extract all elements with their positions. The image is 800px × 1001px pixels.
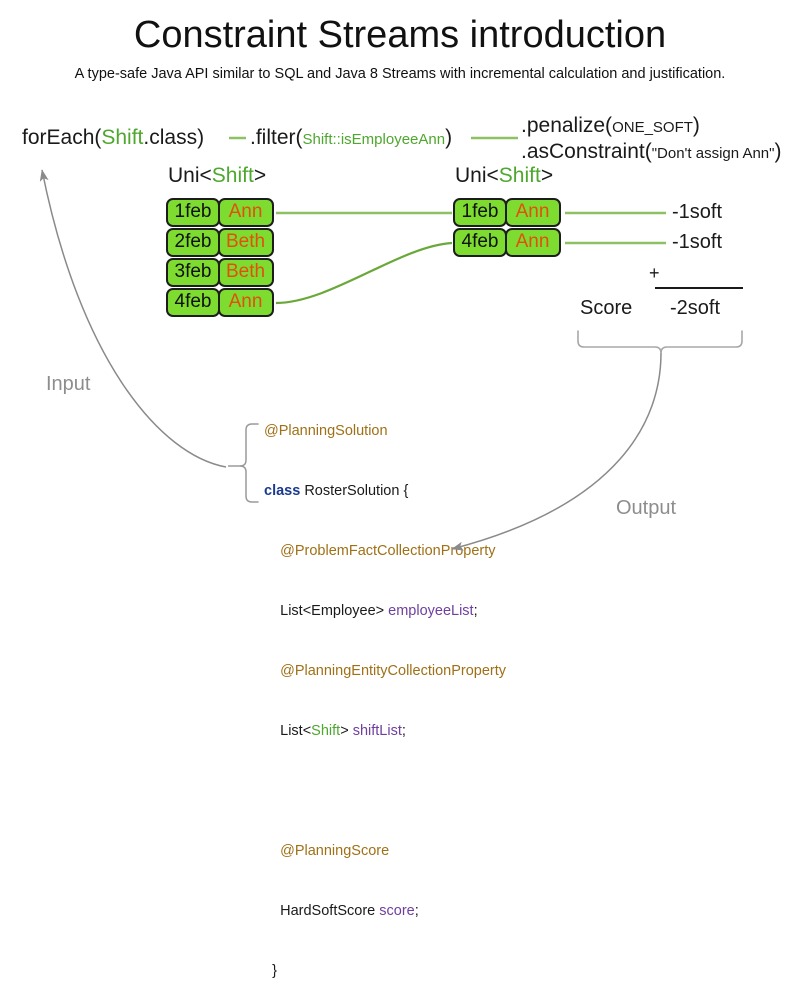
shift-row: 2feb Beth — [166, 228, 274, 257]
score-total: -2soft — [670, 297, 721, 319]
pipeline-penalize: .penalize(ONE_SOFT) — [521, 114, 700, 138]
page-title: Constraint Streams introduction — [133, 14, 667, 56]
field-type-prefix: List< — [280, 723, 312, 739]
uni-right-prefix: Uni< — [455, 164, 499, 187]
pipeline-filter: .filter(Shift::isEmployeeAnn) — [250, 126, 452, 150]
connector-shift-4feb — [275, 241, 453, 305]
uni-label-right: Uni<Shift> — [455, 164, 553, 188]
shift-employee: Beth — [217, 258, 274, 287]
shift-row: 1feb Ann — [453, 198, 561, 227]
page-subtitle: A type-safe Java API similar to SQL and … — [74, 66, 726, 82]
field-semicolon: ; — [473, 603, 478, 619]
input-label: Input — [46, 373, 91, 395]
code-line-annotation: @PlanningEntityCollectionProperty — [264, 661, 506, 681]
code-line-annotation: @PlanningSolution — [264, 421, 506, 441]
field-type-suffix: > — [340, 723, 353, 739]
shift-date: 3feb — [166, 258, 220, 287]
penalty-label: -1soft — [672, 231, 723, 253]
annotation-planning-solution: @PlanningSolution — [264, 423, 388, 439]
annotation-planning-score: @PlanningScore — [280, 843, 390, 859]
shift-row: 4feb Ann — [453, 228, 561, 257]
keyword-class: class — [264, 483, 301, 499]
for-each-type: Shift — [101, 126, 144, 149]
uni-right-suffix: > — [540, 164, 554, 187]
filter-arg: Shift::isEmployeeAnn — [302, 131, 446, 148]
field-type-shift: Shift — [311, 723, 341, 739]
shift-date: 2feb — [166, 228, 220, 257]
code-line-field: HardSoftScore score; — [264, 901, 506, 921]
shift-date: 1feb — [166, 198, 220, 227]
output-label: Output — [616, 497, 677, 519]
as-constraint-suffix: ) — [774, 140, 782, 163]
shift-employee: Ann — [217, 198, 274, 227]
penalty-label: -1soft — [672, 201, 723, 223]
class-name: RosterSolution { — [300, 483, 409, 499]
shift-row: 3feb Beth — [166, 258, 274, 287]
score-brace — [577, 330, 743, 354]
penalize-arg: ONE_SOFT — [612, 119, 693, 136]
field-name: shiftList — [352, 723, 402, 739]
code-line-annotation: @ProblemFactCollectionProperty — [264, 541, 506, 561]
field-name: employeeList — [388, 603, 474, 619]
field-name: score — [379, 903, 415, 919]
annotation-problem-fact-collection: @ProblemFactCollectionProperty — [280, 543, 496, 559]
shift-employee: Ann — [217, 288, 274, 317]
as-constraint-prefix: .asConstraint( — [521, 140, 652, 163]
shift-date: 4feb — [166, 288, 220, 317]
code-line-annotation: @PlanningScore — [264, 841, 506, 861]
shift-date: 4feb — [453, 228, 507, 257]
code-line-field: List<Employee> employeeList; — [264, 601, 506, 621]
penalize-suffix: ) — [692, 114, 700, 137]
uni-left-prefix: Uni< — [168, 164, 212, 187]
shift-stack-output: 1feb Ann 4feb Ann — [453, 198, 561, 257]
annotation-planning-entity-collection: @PlanningEntityCollectionProperty — [280, 663, 507, 679]
field-semicolon: ; — [414, 903, 419, 919]
uni-label-left: Uni<Shift> — [168, 164, 266, 188]
for-each-prefix: forEach( — [22, 126, 102, 149]
shift-row: 4feb Ann — [166, 288, 274, 317]
code-line-close-brace: } — [264, 961, 506, 981]
code-line-class: class RosterSolution { — [264, 481, 506, 501]
pipeline-for-each: forEach(Shift.class) — [22, 126, 204, 150]
code-line-blank — [264, 781, 506, 801]
code-fields-brace — [239, 423, 259, 503]
score-label: Score — [580, 297, 633, 319]
uni-right-type: Shift — [498, 164, 541, 187]
code-block: @PlanningSolution class RosterSolution {… — [264, 381, 506, 1001]
code-line-field: List<Shift> shiftList; — [264, 721, 506, 741]
shift-date: 1feb — [453, 198, 507, 227]
as-constraint-arg: "Don't assign Ann" — [651, 145, 775, 162]
penalize-prefix: .penalize( — [521, 114, 613, 137]
close-brace: } — [272, 963, 277, 979]
filter-suffix: ) — [445, 126, 453, 149]
field-type: HardSoftScore — [280, 903, 380, 919]
shift-employee: Beth — [217, 228, 274, 257]
score-divider-rule — [655, 287, 743, 289]
field-semicolon: ; — [401, 723, 406, 739]
shift-employee: Ann — [504, 198, 561, 227]
shift-row: 1feb Ann — [166, 198, 274, 227]
shift-stack-input: 1feb Ann 2feb Beth 3feb Beth 4feb Ann — [166, 198, 274, 317]
uni-left-suffix: > — [253, 164, 267, 187]
score-operator: + — [649, 263, 660, 283]
for-each-suffix: .class) — [143, 126, 205, 149]
field-type: List<Employee> — [280, 603, 389, 619]
filter-prefix: .filter( — [250, 126, 303, 149]
pipeline-as-constraint: .asConstraint("Don't assign Ann") — [521, 140, 781, 164]
uni-left-type: Shift — [211, 164, 254, 187]
shift-employee: Ann — [504, 228, 561, 257]
